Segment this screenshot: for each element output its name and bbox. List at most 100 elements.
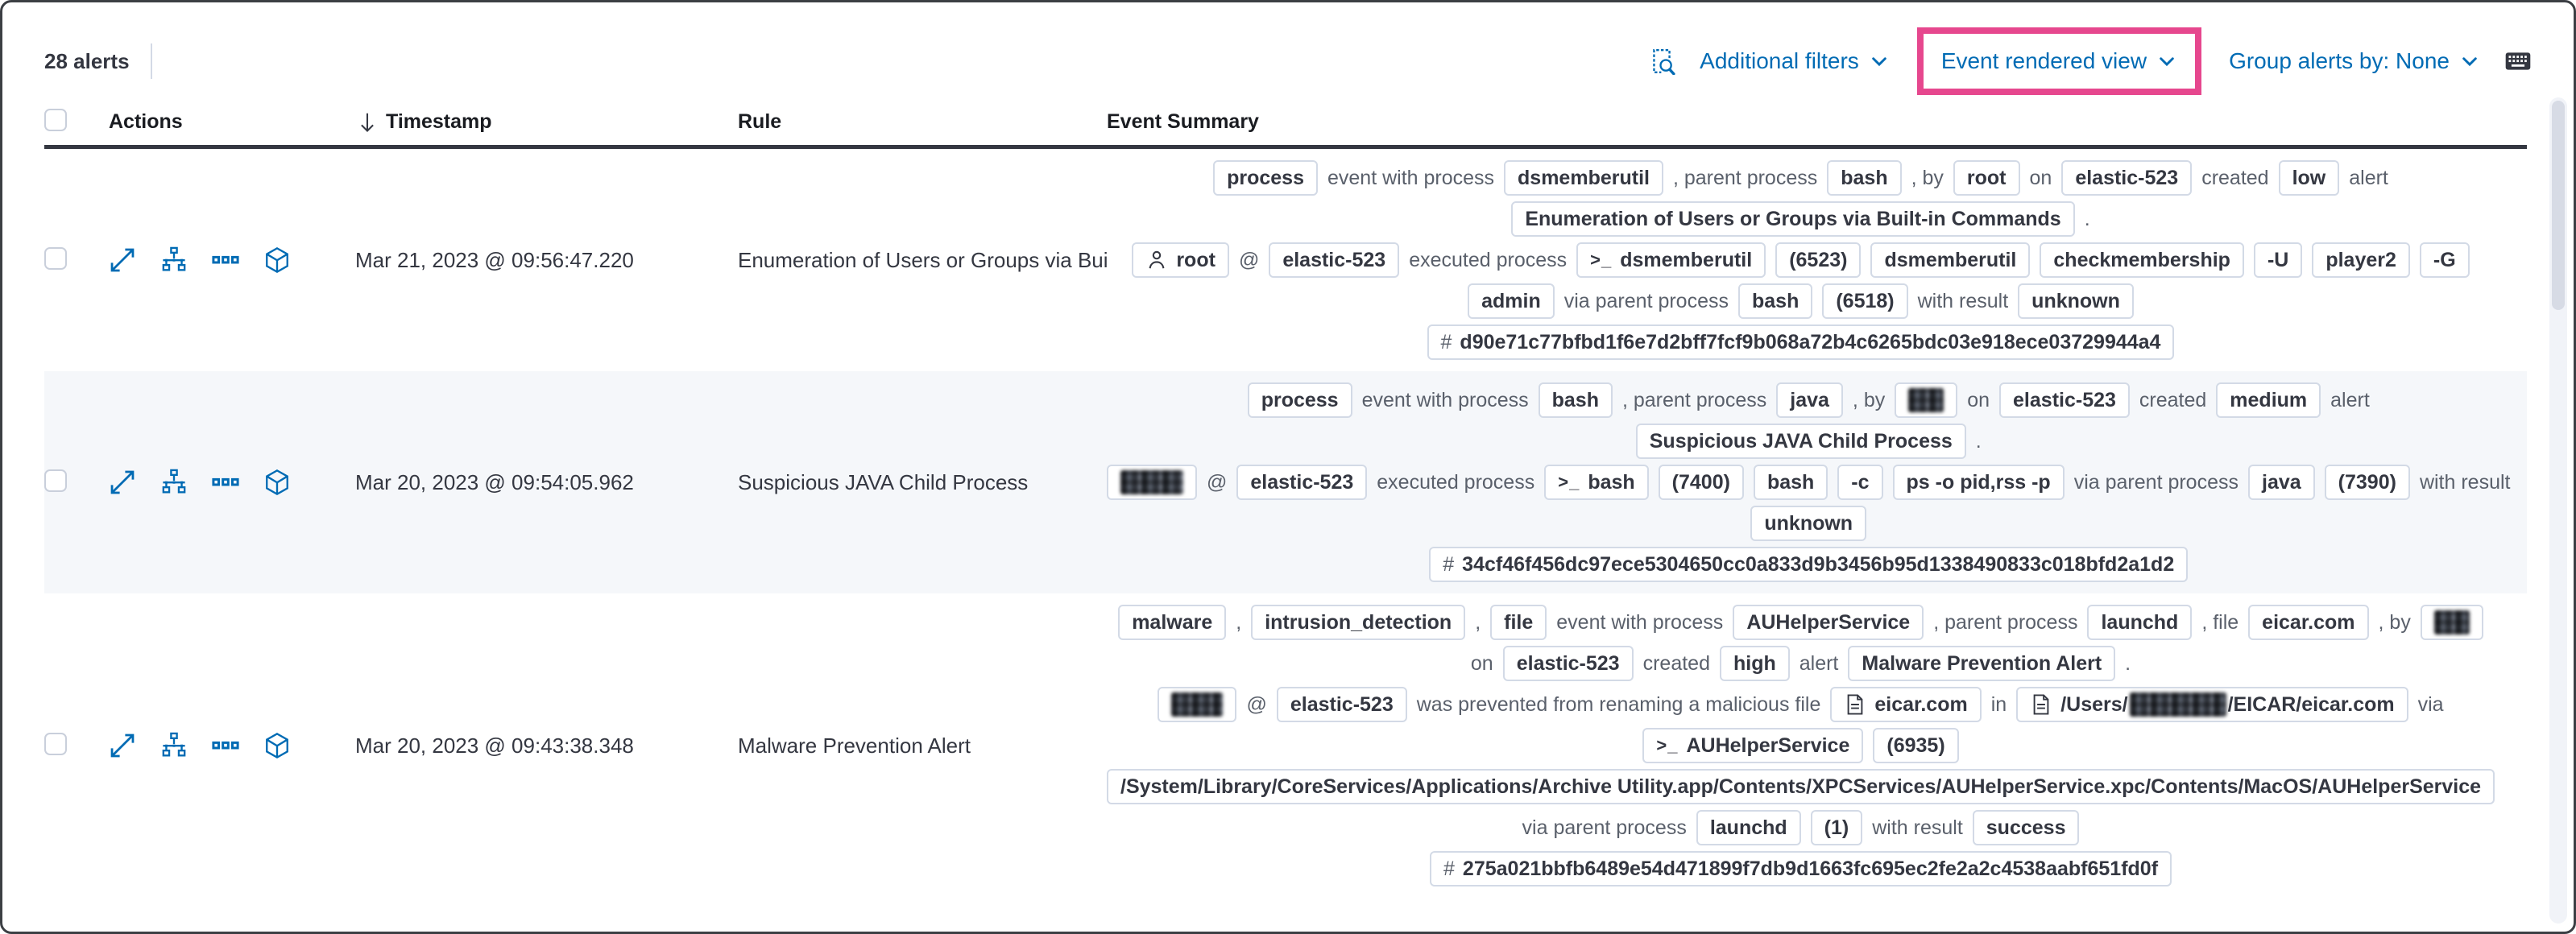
row-checkbox[interactable] [44,469,67,492]
summary-badge[interactable] [1158,687,1237,722]
summary-badge[interactable]: >_AUHelperService [1642,728,1864,763]
hash-badge[interactable]: #34cf46f456dc97ece5304650cc0a833d9b3456b… [1429,547,2189,582]
badge-label: unknown [2031,289,2120,312]
summary-badge[interactable]: elastic-523 [2061,160,2193,196]
summary-badge[interactable]: (6523) [1775,242,1862,278]
summary-badge[interactable]: Malware Prevention Alert [1848,646,2116,681]
summary-badge[interactable]: (7390) [2324,465,2410,500]
summary-badge[interactable] [1107,465,1197,500]
expand-alert-icon[interactable] [109,246,136,274]
event-rendered-view-button[interactable]: Event rendered view [1941,48,2177,74]
more-actions-icon[interactable] [212,732,239,759]
summary-badge[interactable]: unknown [2018,283,2134,319]
file-icon [1844,693,1866,716]
summary-badge[interactable]: AUHelperService [1733,605,1924,640]
summary-badge[interactable]: (6518) [1822,283,1908,319]
terminal-icon: >_ [1590,250,1613,270]
summary-badge[interactable]: (7400) [1658,465,1744,500]
summary-badge[interactable]: admin [1468,283,1555,319]
select-all-checkbox[interactable] [44,109,67,131]
summary-badge[interactable]: dsmemberutil [1870,242,2031,278]
summary-badge[interactable]: elastic-523 [1999,382,2130,418]
summary-badge[interactable]: bash [1753,465,1828,500]
terminal-icon: >_ [1558,472,1580,492]
summary-badge[interactable]: bash [1827,160,1902,196]
badge-label: success [1986,816,2066,839]
hash-badge[interactable]: #d90e71c77bfbd1f6e7d2bff7fcf9b068a72b4c6… [1427,324,2175,360]
rule-cell[interactable]: Enumeration of Users or Groups via Bui [738,247,1107,272]
summary-badge[interactable] [2420,605,2483,640]
summary-badge[interactable]: intrusion_detection [1251,605,1466,640]
additional-filters-button[interactable]: Additional filters [1700,48,1890,74]
hash-badge[interactable]: #275a021bbfb6489e54d471899f7db9d1663fc69… [1430,851,2172,886]
column-header-timestamp[interactable]: Timestamp [355,110,738,134]
badge-label: elastic-523 [2075,166,2179,189]
group-alerts-by-button[interactable]: Group alerts by: None [2229,48,2480,74]
rule-cell[interactable]: Suspicious JAVA Child Process [738,469,1029,494]
keyboard-shortcuts-icon[interactable] [2504,48,2532,75]
badge-label: ps -o pid,rss -p [1906,470,2051,494]
summary-badge[interactable]: checkmembership [2040,242,2244,278]
summary-badge[interactable]: root [1953,160,2020,196]
summary-badge[interactable]: player2 [2312,242,2410,278]
summary-badge[interactable]: /Users//EICAR/eicar.com [2016,687,2408,722]
summary-badge[interactable]: root [1132,242,1229,278]
summary-badge[interactable]: file [1490,605,1547,640]
summary-badge[interactable]: dsmemberutil [1504,160,1663,196]
analyze-event-icon[interactable] [160,732,188,759]
summary-badge[interactable]: elastic-523 [1236,465,1368,500]
more-actions-icon[interactable] [212,246,239,274]
summary-badge[interactable]: malware [1118,605,1227,640]
summary-badge[interactable]: ps -o pid,rss -p [1892,465,2065,500]
summary-text: was prevented from renaming a malicious … [1416,692,1821,716]
analyze-event-icon[interactable] [160,469,188,496]
rule-cell[interactable]: Malware Prevention Alert [738,733,971,758]
expand-alert-icon[interactable] [109,732,136,759]
row-checkbox[interactable] [44,246,67,270]
summary-badge[interactable]: high [1719,646,1790,681]
more-actions-icon[interactable] [212,469,239,496]
summary-badge[interactable]: eicar.com [2248,605,2369,640]
vertical-scrollbar[interactable] [2549,97,2567,924]
summary-badge[interactable]: -U [2253,242,2303,278]
summary-badge[interactable]: elastic-523 [1502,646,1634,681]
summary-badge[interactable]: (1) [1810,810,1863,845]
summary-badge[interactable]: bash [1538,382,1613,418]
summary-badge[interactable]: unknown [1750,506,1867,541]
open-session-view-icon[interactable] [263,469,291,496]
row-checkbox[interactable] [44,732,67,755]
column-header-rule[interactable]: Rule [738,110,782,133]
summary-badge[interactable]: /System/Library/CoreServices/Application… [1107,769,2495,804]
summary-badge[interactable]: >_dsmemberutil [1576,242,1766,278]
summary-badge[interactable]: -c [1837,465,1883,500]
badge-label: Enumeration of Users or Groups via Built… [1525,207,2061,230]
summary-badge[interactable]: Enumeration of Users or Groups via Built… [1511,201,2075,237]
open-session-view-icon[interactable] [263,246,291,274]
summary-badge[interactable]: medium [2216,382,2321,418]
summary-badge[interactable]: process [1213,160,1318,196]
summary-badge[interactable]: java [1776,382,1843,418]
summary-text: executed process [1377,470,1535,494]
open-session-view-icon[interactable] [263,732,291,759]
summary-badge[interactable]: eicar.com [1830,687,1982,722]
summary-badge[interactable]: success [1972,810,2080,845]
summary-badge[interactable]: java [2248,465,2315,500]
summary-badge[interactable]: launchd [1696,810,1801,845]
summary-badge[interactable]: Suspicious JAVA Child Process [1635,424,1966,459]
group-alerts-by-label: Group alerts by: None [2229,48,2450,73]
summary-badge[interactable]: -G [2419,242,2470,278]
summary-badge[interactable]: >_bash [1544,465,1649,500]
summary-badge[interactable]: process [1247,382,1352,418]
summary-badge[interactable] [1895,382,1958,418]
analyze-event-icon[interactable] [160,246,188,274]
summary-badge[interactable]: bash [1738,283,1813,319]
summary-badge[interactable]: launchd [2087,605,2193,640]
expand-alert-icon[interactable] [109,469,136,496]
summary-badge[interactable]: low [2278,160,2340,196]
summary-badge[interactable]: elastic-523 [1276,687,1407,722]
summary-badge[interactable]: elastic-523 [1269,242,1400,278]
summary-badge[interactable]: (6935) [1873,728,1959,763]
inspect-icon[interactable] [1648,48,1675,75]
scrollbar-thumb[interactable] [2552,101,2565,310]
view-selector-highlight: Event rendered view [1916,27,2202,95]
